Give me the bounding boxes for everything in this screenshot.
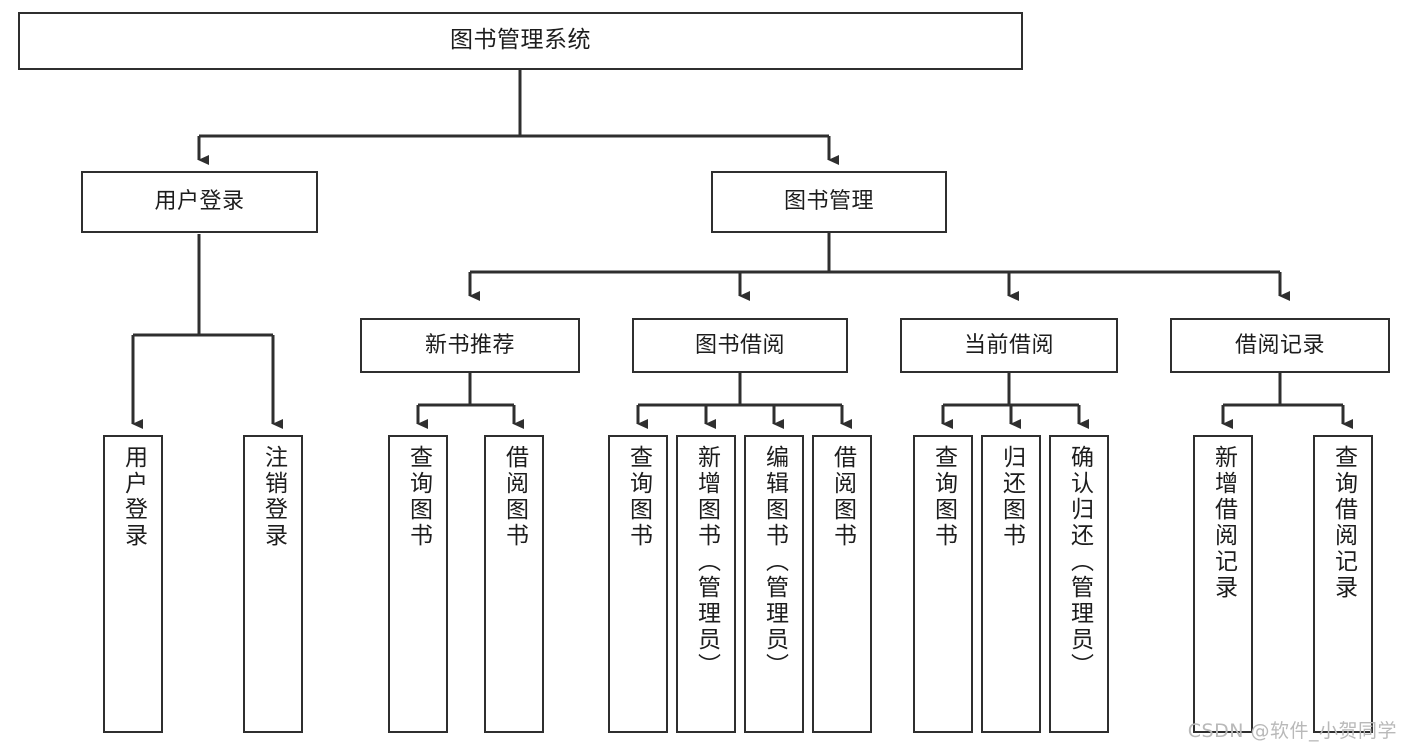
node-new-book-recommend[interactable]: 新书推荐: [360, 318, 580, 373]
node-leaf-user-login[interactable]: 用户登录: [103, 435, 163, 733]
node-label: 注销登录: [260, 445, 287, 549]
node-label: 用户登录: [154, 189, 245, 215]
node-user-login[interactable]: 用户登录: [81, 171, 318, 233]
node-leaf-query-borrow-record[interactable]: 查询借阅记录: [1313, 435, 1373, 733]
node-leaf-query-book-2[interactable]: 查询图书: [608, 435, 668, 733]
csdn-watermark: CSDN @软件_小贺同学: [1187, 720, 1397, 742]
node-label: 查询图书: [930, 445, 957, 549]
node-leaf-add-borrow-record[interactable]: 新增借阅记录: [1193, 435, 1253, 733]
node-label: 借阅图书: [501, 445, 528, 549]
node-label: 查询图书: [625, 445, 652, 549]
node-label: 新增借阅记录: [1210, 445, 1237, 601]
node-borrow-record[interactable]: 借阅记录: [1170, 318, 1390, 373]
node-book-management[interactable]: 图书管理: [711, 171, 947, 233]
node-book-borrow[interactable]: 图书借阅: [632, 318, 848, 373]
node-label: 确认归还（管理员）: [1066, 445, 1093, 679]
node-leaf-query-book-1[interactable]: 查询图书: [388, 435, 448, 733]
node-label: 图书管理系统: [450, 27, 591, 54]
node-leaf-confirm-return[interactable]: 确认归还（管理员）: [1049, 435, 1109, 733]
node-leaf-add-book[interactable]: 新增图书（管理员）: [676, 435, 736, 733]
node-root-book-management-system[interactable]: 图书管理系统: [18, 12, 1023, 70]
node-leaf-edit-book[interactable]: 编辑图书（管理员）: [744, 435, 804, 733]
node-label: 借阅记录: [1234, 332, 1325, 358]
node-label: 借阅图书: [829, 445, 856, 549]
node-label: 编辑图书（管理员）: [761, 445, 788, 679]
node-label: 查询图书: [405, 445, 432, 549]
node-leaf-logout-login[interactable]: 注销登录: [243, 435, 303, 733]
node-label: 新增图书（管理员）: [693, 445, 720, 679]
node-leaf-return-book[interactable]: 归还图书: [981, 435, 1041, 733]
node-label: 新书推荐: [424, 332, 515, 358]
node-label: 用户登录: [120, 445, 147, 549]
node-label: 查询借阅记录: [1330, 445, 1357, 601]
node-leaf-borrow-book-2[interactable]: 借阅图书: [812, 435, 872, 733]
node-current-borrow[interactable]: 当前借阅: [900, 318, 1118, 373]
node-label: 归还图书: [998, 445, 1025, 549]
node-label: 图书借阅: [694, 332, 785, 358]
node-leaf-query-book-3[interactable]: 查询图书: [913, 435, 973, 733]
node-leaf-borrow-book-1[interactable]: 借阅图书: [484, 435, 544, 733]
node-label: 图书管理: [783, 189, 874, 215]
node-label: 当前借阅: [963, 332, 1054, 358]
